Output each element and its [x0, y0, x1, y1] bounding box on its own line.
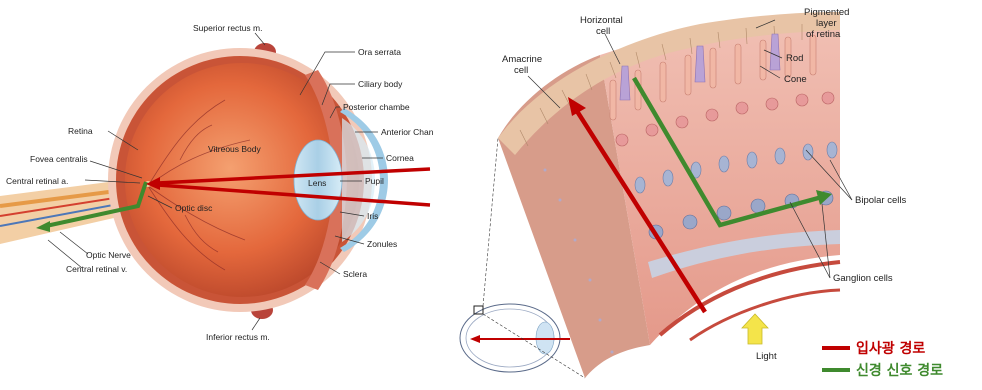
- label-inferior-rectus: Inferior rectus m.: [206, 332, 270, 342]
- label-horizontal-cell-1: Horizontal: [580, 15, 623, 26]
- label-amacrine-cell-1: Amacrine: [502, 54, 542, 65]
- label-central-retinal-artery: Central retinal a.: [6, 176, 68, 186]
- label-amacrine-cell-2: cell: [514, 65, 528, 76]
- label-central-retinal-vein: Central retinal v.: [66, 264, 127, 274]
- label-zonules: Zonules: [367, 239, 397, 249]
- label-superior-rectus: Superior rectus m.: [193, 23, 262, 33]
- label-pigmented-layer-1: Pigmented: [804, 7, 849, 18]
- legend: 입사광 경로 신경 신호 경로: [822, 340, 943, 379]
- label-bipolar-cells: Bipolar cells: [855, 195, 906, 206]
- label-ciliary-body: Ciliary body: [358, 79, 403, 89]
- label-ganglion-cells: Ganglion cells: [833, 273, 893, 284]
- label-retina: Retina: [68, 126, 93, 136]
- label-sclera: Sclera: [343, 269, 367, 279]
- legend-label-signal-path: 신경 신호 경로: [856, 362, 943, 379]
- label-iris: Iris: [367, 211, 378, 221]
- label-pigmented-layer-2: layer: [816, 18, 837, 29]
- label-posterior-chamber: Posterior chambe: [343, 102, 410, 112]
- label-light: Light: [756, 351, 777, 362]
- legend-label-light-path: 입사광 경로: [856, 340, 925, 357]
- label-lens: Lens: [308, 178, 326, 188]
- label-anterior-chamber: Anterior Chan: [381, 127, 434, 137]
- label-cornea: Cornea: [386, 153, 414, 163]
- label-optic-disc: Optic disc: [175, 203, 213, 213]
- light-arrow: [742, 314, 768, 344]
- label-fovea-centralis: Fovea centralis: [30, 154, 88, 164]
- label-horizontal-cell-2: cell: [596, 26, 610, 37]
- label-vitreous-body: Vitreous Body: [208, 144, 262, 154]
- label-pupil: Pupil: [365, 176, 384, 186]
- label-pigmented-layer-3: of retina: [806, 29, 841, 40]
- label-optic-nerve: Optic Nerve: [86, 250, 131, 260]
- label-rod: Rod: [786, 53, 803, 64]
- label-cone: Cone: [784, 74, 807, 85]
- label-ora-serrata: Ora serrata: [358, 47, 401, 57]
